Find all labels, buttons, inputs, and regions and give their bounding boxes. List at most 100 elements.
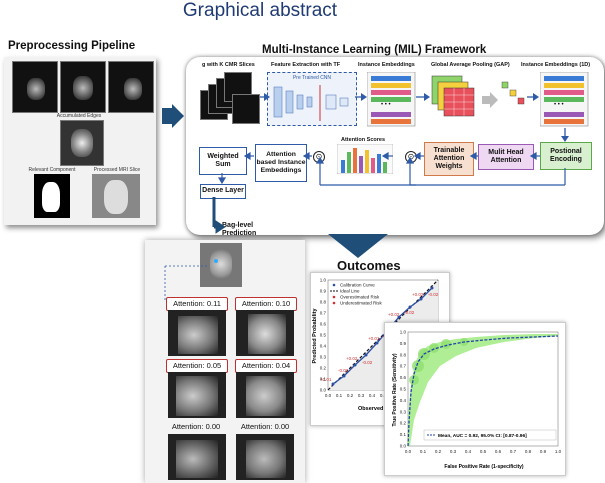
cal-annot-10: -0.02 bbox=[428, 292, 439, 297]
relevant-component-image bbox=[34, 174, 70, 218]
roc-x-tick-3: 0.3 bbox=[450, 449, 457, 454]
roc-x-tick-1: 0.1 bbox=[420, 449, 427, 454]
trainable-attention-weights-box: Trainable Attention Weights bbox=[424, 142, 474, 176]
cal-y-tick-0: 0.0 bbox=[320, 388, 327, 393]
mri-slice-1 bbox=[12, 61, 58, 113]
attention-label-2: Attention: 0.10 bbox=[235, 297, 297, 311]
roc-y-tick-9: 0.9 bbox=[400, 341, 407, 346]
roc-x-tick-8: 0.8 bbox=[525, 449, 532, 454]
cal-legend-1: Calibration Curve bbox=[340, 283, 375, 288]
bag-prediction-label: Bag-level Prediction bbox=[222, 222, 257, 238]
attention-tile-1 bbox=[168, 310, 226, 356]
cal-annot-4: -0.02 bbox=[362, 360, 373, 365]
cal-y-tick-7: 0.7 bbox=[320, 311, 327, 316]
accumulated-edges-image bbox=[60, 120, 104, 166]
relevant-component-label: Relevant Component bbox=[28, 167, 76, 173]
roc-xlabel: False Positive Rate (1-specificity) bbox=[444, 464, 524, 470]
roc-x-tick-7: 0.7 bbox=[510, 449, 517, 454]
attention-label-5: Attention: 0.00 bbox=[171, 422, 221, 431]
roc-x-tick-10: 1.0 bbox=[555, 449, 562, 454]
cal-legend-2: Ideal Line bbox=[340, 289, 360, 294]
attention-label-4: Attention: 0.04 bbox=[235, 359, 297, 373]
cmr-slices-stack bbox=[200, 72, 262, 130]
cal-x-tick-2: 0.2 bbox=[347, 393, 354, 398]
gap-label: Global Average Pooling (GAP) bbox=[431, 62, 510, 68]
cal-y-tick-9: 0.9 bbox=[320, 289, 327, 294]
cal-annot-1: +0.01 bbox=[320, 377, 332, 382]
roc-x-tick-5: 0.5 bbox=[480, 449, 487, 454]
preprocessing-panel: Accumulated Edges Relevant Component Pro… bbox=[4, 57, 156, 225]
attention-scores-label: Attention Scores bbox=[341, 137, 386, 143]
instance-embeddings-label: Instance Embeddings bbox=[358, 62, 415, 68]
instance-embeddings-1d-stack bbox=[540, 72, 589, 127]
positional-encoding-box: Postional Encoding bbox=[540, 142, 592, 170]
roc-x-tick-6: 0.6 bbox=[495, 449, 502, 454]
roc-y-tick-10: 1.0 bbox=[400, 330, 407, 335]
cal-y-tick-1: 0.1 bbox=[320, 377, 327, 382]
attention-tile-3 bbox=[168, 372, 226, 418]
roc-y-tick-2: 0.2 bbox=[400, 421, 407, 426]
cnn-diagram bbox=[273, 85, 349, 121]
roc-ylabel: True Positive Rate (Sensitivity) bbox=[392, 353, 398, 426]
cnn-label: Pre Trained CNN bbox=[292, 75, 332, 81]
cal-y-tick-6: 0.6 bbox=[320, 322, 327, 327]
zoom-tile bbox=[200, 243, 242, 287]
dense-layer-box: Dense Layer bbox=[200, 184, 246, 199]
zoom-connector bbox=[164, 265, 207, 300]
mri-slice-2 bbox=[60, 61, 106, 113]
roc-y-tick-7: 0.7 bbox=[400, 364, 407, 369]
instance-embeddings-1d-dots: • • • bbox=[554, 102, 564, 108]
roc-y-tick-5: 0.5 bbox=[400, 387, 407, 392]
cal-legend-4: Underestimated Risk bbox=[340, 301, 383, 306]
cal-y-tick-10: 1.0 bbox=[320, 278, 327, 283]
cal-y-tick-5: 0.5 bbox=[320, 333, 327, 338]
cal-x-tick-3: 0.3 bbox=[358, 393, 365, 398]
cal-legend-3: Overestimated Risk bbox=[340, 295, 380, 300]
cal-x-tick-1: 0.1 bbox=[336, 393, 343, 398]
instance-embeddings-stack bbox=[367, 72, 416, 127]
cal-annot-5: +0.01 bbox=[368, 336, 380, 341]
arrow-cnn-to-emb bbox=[355, 93, 367, 101]
processed-slice-image bbox=[92, 174, 140, 218]
mil-title: Multi-Instance Learning (MIL) Framework bbox=[262, 44, 487, 56]
attention-tile-5 bbox=[168, 434, 226, 480]
attention-tile-6 bbox=[236, 434, 294, 480]
cal-y-tick-4: 0.4 bbox=[320, 344, 327, 349]
roc-x-tick-2: 0.2 bbox=[435, 449, 442, 454]
roc-y-tick-8: 0.8 bbox=[400, 352, 407, 357]
cmr-slices-label: g with K CMR Slices bbox=[202, 62, 255, 68]
arrow-emb-to-gap bbox=[416, 93, 430, 101]
arrow-gap-to-1d bbox=[527, 93, 539, 101]
attention-label-3: Attention: 0.05 bbox=[166, 359, 228, 373]
cnn-block: Pre Trained CNN bbox=[267, 72, 357, 126]
outcomes-arrow bbox=[328, 234, 388, 258]
roc-y-tick-1: 0.1 bbox=[400, 432, 407, 437]
preprocessing-title: Preprocessing Pipeline bbox=[8, 40, 136, 52]
cal-y-tick-2: 0.2 bbox=[320, 366, 327, 371]
accumulated-edges-label: Accumulated Edges bbox=[56, 113, 102, 119]
roc-y-tick-0: 0.0 bbox=[400, 444, 407, 449]
roc-x-tick-9: 0.9 bbox=[540, 449, 547, 454]
arrow-1d-to-posenc bbox=[561, 128, 569, 142]
mil-connectors bbox=[212, 151, 566, 234]
cal-x-tick-0: 0.0 bbox=[325, 393, 332, 398]
mri-slice-3 bbox=[108, 61, 154, 113]
attention-tile-4 bbox=[236, 372, 294, 418]
instance-embeddings-dots: • • • bbox=[381, 102, 391, 108]
roc-legend: Mean, AUC = 0.92, 95.0% CI: [0.87-0.96] bbox=[438, 433, 527, 439]
cal-xlabel: Observed Pro bbox=[358, 406, 395, 412]
pipeline-arrow bbox=[162, 104, 184, 128]
multi-head-attention-box: Mulit Head Attention bbox=[478, 144, 534, 170]
cal-x-tick-4: 0.4 bbox=[369, 393, 376, 398]
roc-x-tick-4: 0.4 bbox=[465, 449, 472, 454]
cal-annot-7: +0.02 bbox=[388, 312, 400, 317]
cal-ylabel: Predicted Probability bbox=[312, 308, 318, 364]
cal-y-tick-8: 0.8 bbox=[320, 300, 327, 305]
cal-annot-9: +0.02 bbox=[412, 292, 424, 297]
roc-y-tick-6: 0.6 bbox=[400, 375, 407, 380]
roc-y-tick-4: 0.4 bbox=[400, 398, 407, 403]
roc-y-tick-3: 0.3 bbox=[400, 409, 407, 414]
attention-based-embeddings-box: Attention based Instance Embeddings bbox=[255, 144, 307, 182]
cal-annot-3: +0.02 bbox=[346, 356, 358, 361]
